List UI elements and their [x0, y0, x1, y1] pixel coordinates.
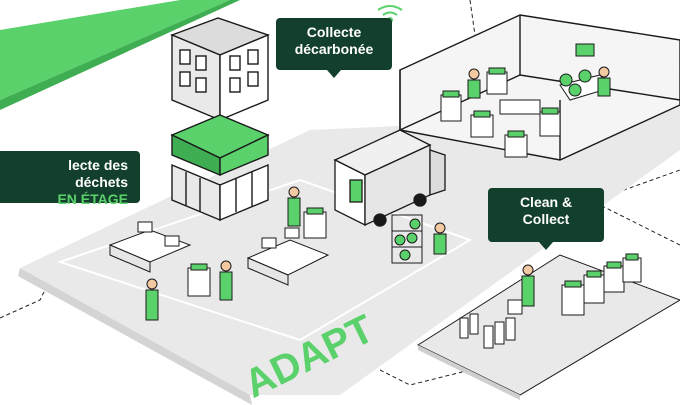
top-left-green-band: G: [0, 0, 240, 110]
room-bins: [440, 43, 611, 158]
clean-collect-line1: Clean &: [519, 194, 573, 210]
bin-icon: [187, 207, 327, 297]
collecte-decarbonee-line2: décarbonée: [294, 41, 374, 57]
collecte-decarbonee-pointer: [327, 70, 341, 78]
clean-collect-line2: Collect: [522, 211, 570, 227]
worker-icon: [145, 186, 301, 321]
collecte-etage-tag: lecte des déchets EN ÉTAGE: [0, 151, 140, 207]
collecte-etage-line1: lecte des déchets: [68, 157, 128, 190]
clean-collect-pointer: [539, 242, 553, 250]
room-workers: [467, 66, 611, 99]
clean-collect-tag: Clean & Collect: [488, 188, 604, 242]
desk-icon: [108, 221, 330, 286]
collecte-etage-line2: EN ÉTAGE: [57, 191, 128, 207]
upper-room: [399, 14, 680, 161]
clean-collect-bins: [459, 253, 642, 349]
collecte-decarbonee-tag: Collecte décarbonée: [276, 18, 392, 70]
building: [170, 17, 270, 222]
truck-icon: [333, 129, 446, 227]
cart-icon: [391, 214, 447, 264]
collecte-decarbonee-line1: Collecte: [306, 24, 362, 40]
